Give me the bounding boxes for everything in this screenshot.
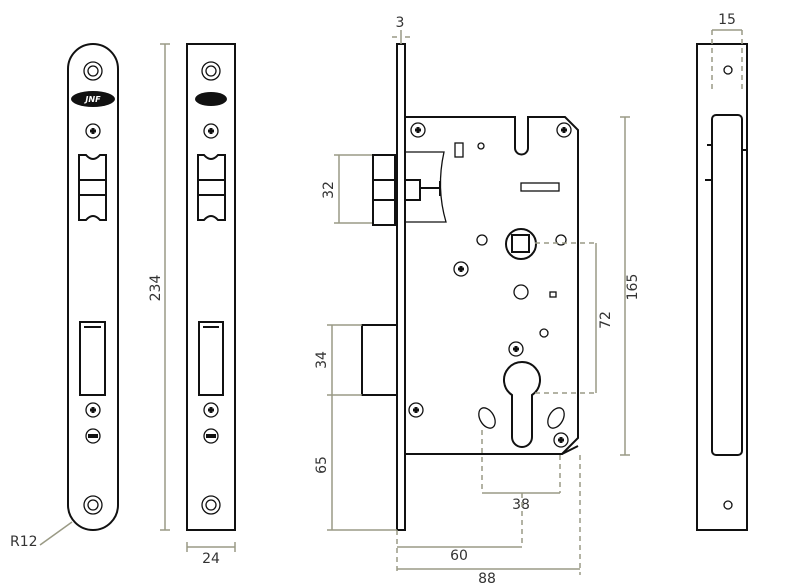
dim-deadbolt-height: 34 (314, 351, 330, 369)
dim-center-distance: 72 (598, 311, 614, 329)
logo: JNF (71, 91, 115, 107)
screw-icon (409, 121, 427, 139)
screw-icon (202, 122, 220, 140)
dim-side-width: 15 (718, 12, 736, 28)
lock-body (361, 43, 579, 531)
dim-backset: 60 (450, 548, 468, 564)
side-view (696, 43, 748, 531)
dim-deadbolt-to-bottom: 65 (314, 456, 330, 474)
dim-faceplate-width: 24 (202, 551, 220, 567)
dim-faceplate-length: 234 (148, 275, 164, 302)
screw-icon (407, 401, 425, 419)
screw-icon (452, 260, 470, 278)
screw-icon (202, 401, 220, 419)
dim-corner-radius: R12 (10, 534, 38, 550)
dim-cylinder-width: 38 (512, 497, 530, 513)
svg-text:JNF: JNF (83, 95, 101, 104)
dim-plate-thickness: 3 (396, 15, 405, 31)
dim-latch-height: 32 (321, 181, 337, 199)
screw-icon (84, 122, 102, 140)
dim-body-depth: 88 (478, 571, 496, 587)
screw-icon (555, 121, 573, 139)
screw-icon (552, 431, 570, 449)
dim-body-height: 165 (625, 274, 641, 301)
square-faceplate (186, 43, 236, 531)
rounded-faceplate: JNF (67, 43, 119, 531)
screw-icon (84, 401, 102, 419)
screw-icon (507, 340, 525, 358)
